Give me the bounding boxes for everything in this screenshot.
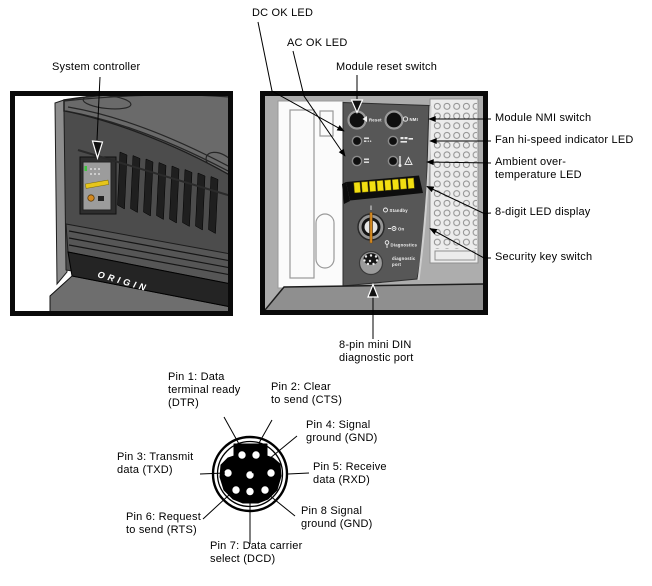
dc-ok-icon	[364, 137, 372, 142]
right-image-frame	[260, 91, 488, 315]
din-marking-1: diagnostic	[392, 256, 416, 261]
fan-hispeed-led	[387, 135, 399, 147]
ambient-led-line	[426, 159, 492, 166]
controller-status-led	[84, 166, 87, 171]
label-system-controller: System controller	[52, 61, 141, 73]
pin-4	[246, 471, 254, 479]
label-module-reset-switch: Module reset switch	[336, 61, 438, 73]
label-dc-ok-led: DC OK LED	[252, 7, 314, 19]
pin2-line	[258, 419, 273, 444]
controller-buttons	[90, 168, 100, 175]
top-face-detail	[82, 96, 132, 110]
label-module-nmi-switch: Module NMI switch	[495, 112, 592, 124]
module-nmi-switch	[384, 110, 404, 130]
panel-closeup-image: Reset NMI	[260, 91, 488, 315]
nmi-icon	[402, 116, 409, 122]
svg-text:Standby: Standby	[390, 208, 409, 213]
controller-key	[87, 194, 95, 202]
pin6-line	[202, 494, 230, 520]
connector-pins	[224, 451, 275, 496]
panel-illustration: Reset NMI	[265, 98, 483, 310]
pin-2	[252, 451, 260, 459]
chassis-illustration: ORIGIN	[49, 96, 228, 311]
controller-display-bar	[85, 179, 110, 189]
pin-8	[261, 486, 269, 494]
pin4-line	[251, 435, 298, 474]
security-key-line	[429, 228, 491, 259]
svg-text:On: On	[398, 227, 405, 232]
key-in-switch	[369, 212, 373, 244]
thermometer-warning-icon	[398, 156, 413, 167]
pin1-line	[223, 416, 240, 445]
left-image-frame	[10, 91, 233, 316]
label-ac-ok-led: AC OK LED	[287, 37, 348, 49]
din-pinout-diagram	[199, 416, 310, 544]
ac-ok-led	[351, 155, 363, 167]
overtemp-led	[387, 155, 399, 167]
dc-ok-led	[351, 135, 363, 147]
din-port-arrow-icon	[367, 282, 379, 298]
label-ambient-overtemp-led: Ambient over-temperature LED	[495, 156, 582, 181]
front-ridge-band	[65, 223, 228, 284]
din-marking-2: port	[392, 262, 402, 267]
door-handle-slot	[315, 213, 335, 269]
module-reset-arrow-icon	[350, 99, 364, 114]
callout-lines	[96, 21, 492, 339]
nmi-marking: NMI	[410, 117, 418, 122]
svg-text:Diagnostics: Diagnostics	[391, 243, 418, 248]
fan-icon	[400, 137, 413, 143]
led-display-line	[426, 186, 492, 215]
lower-bezel	[67, 251, 228, 307]
reset-icon	[362, 116, 367, 122]
keyswitch-markings: Standby On Diagnostics	[383, 207, 418, 248]
pin3-line	[199, 472, 226, 475]
dc-ok-line	[257, 21, 345, 132]
pin-3	[224, 469, 232, 477]
label-fan-hispeed-led: Fan hi-speed indicator LED	[495, 134, 634, 146]
label-led-display: 8-digit LED display	[495, 206, 591, 218]
system-controller-line	[96, 76, 101, 141]
pin8-line	[268, 494, 296, 517]
chassis-overview-image: ORIGIN	[10, 91, 233, 316]
reset-marking: Reset	[369, 118, 382, 123]
module-reset-switch	[347, 110, 367, 130]
pin5-line	[287, 472, 310, 475]
pin-5	[267, 469, 275, 477]
ac-ok-line	[292, 50, 346, 157]
pin-callout-lines	[199, 416, 310, 544]
pin-7	[246, 487, 254, 496]
ac-ok-icon	[364, 158, 369, 163]
led-display-digits	[353, 177, 415, 194]
pin-1	[238, 451, 246, 459]
din-port-pins	[363, 254, 379, 266]
label-security-key-switch: Security key switch	[495, 251, 593, 263]
pin-6	[232, 486, 240, 494]
system-controller-arrow-icon	[91, 140, 104, 161]
